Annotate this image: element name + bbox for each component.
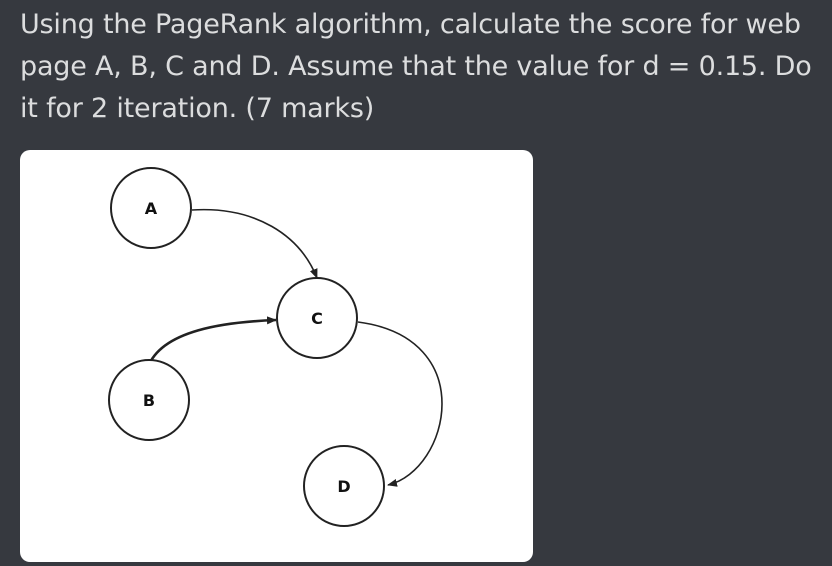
node-d-label: D	[337, 477, 350, 496]
edge-c-to-d	[357, 321, 443, 487]
node-c-label: C	[311, 309, 323, 328]
node-b: B	[108, 359, 190, 441]
node-d: D	[303, 445, 385, 527]
edge-b-to-c	[146, 316, 277, 368]
node-a-label: A	[145, 199, 158, 218]
node-a: A	[110, 167, 192, 249]
edge-a-to-c	[191, 208, 318, 279]
question-text: Using the PageRank algorithm, calculate …	[20, 9, 812, 124]
link-graph-diagram: A B C D	[108, 167, 443, 527]
image-attachment[interactable]: A B C D	[20, 150, 533, 562]
node-b-label: B	[143, 391, 155, 410]
node-c: C	[276, 277, 358, 359]
